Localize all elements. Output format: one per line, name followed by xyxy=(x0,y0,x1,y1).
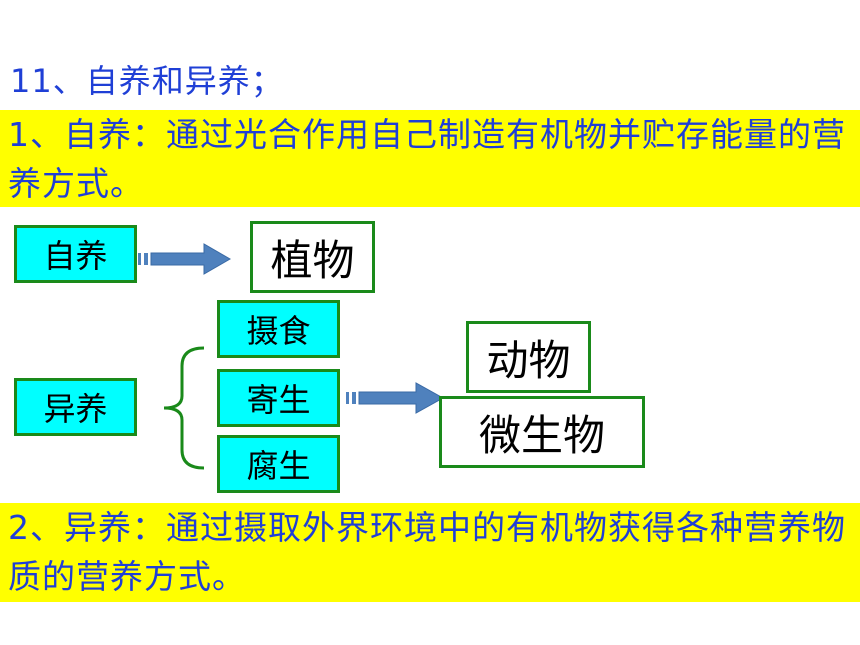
method-ingestion-box: 摄食 xyxy=(217,300,340,358)
autotroph-arrow xyxy=(138,243,232,275)
method-saprophytism-box: 腐生 xyxy=(217,435,340,493)
microorganism-box: 微生物 xyxy=(439,396,645,468)
plant-box: 植物 xyxy=(250,221,375,293)
heterotroph-box: 异养 xyxy=(14,378,137,436)
curly-brace xyxy=(163,346,205,470)
heterotroph-definition: 2、异养：通过摄取外界环境中的有机物获得各种营养物质的营养方式。 xyxy=(0,503,860,602)
heterotroph-arrow xyxy=(346,382,445,414)
method-parasitism-box: 寄生 xyxy=(217,369,340,427)
slide-heading: 11、自养和异养； xyxy=(10,62,284,100)
animal-box: 动物 xyxy=(466,321,591,393)
autotroph-box: 自养 xyxy=(14,225,137,283)
autotroph-definition: 1、自养：通过光合作用自己制造有机物并贮存能量的营养方式。 xyxy=(0,110,860,207)
